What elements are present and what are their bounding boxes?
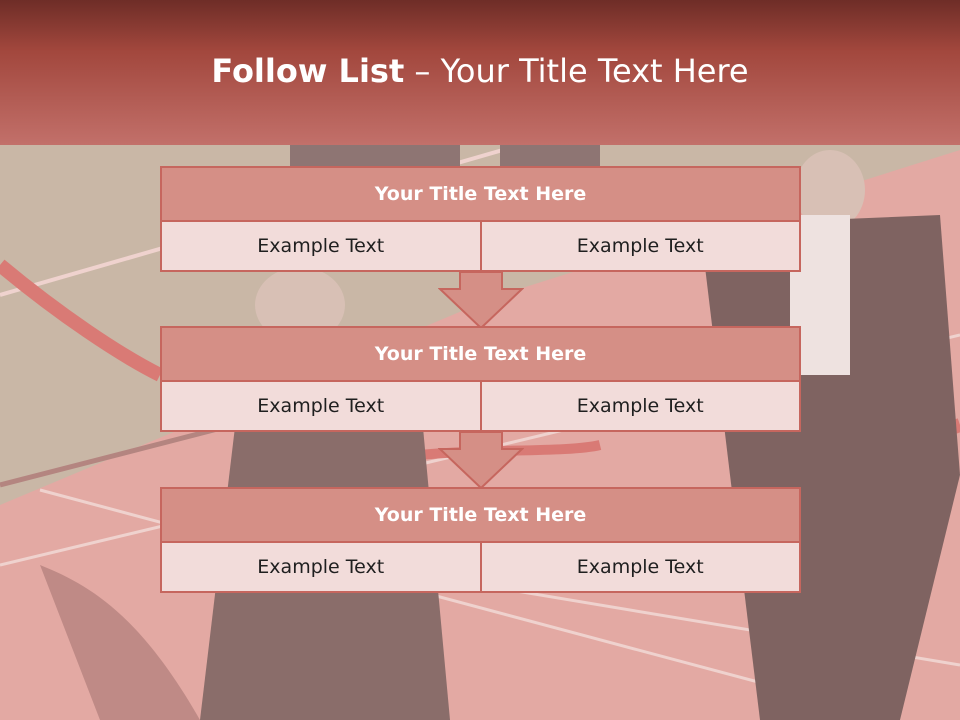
header-band xyxy=(0,0,960,145)
block-title: Your Title Text Here xyxy=(160,166,801,222)
block-row: Example Text Example Text xyxy=(160,222,801,272)
block-cell-right: Example Text xyxy=(481,382,801,432)
process-block-2: Your Title Text Here Example Text Exampl… xyxy=(160,326,801,432)
slide-title: Follow List – Your Title Text Here xyxy=(0,52,960,90)
block-cell-right: Example Text xyxy=(481,222,801,272)
slide-title-rest: – Your Title Text Here xyxy=(404,52,749,90)
block-cell-left: Example Text xyxy=(160,543,482,593)
block-title: Your Title Text Here xyxy=(160,487,801,543)
process-block-1: Your Title Text Here Example Text Exampl… xyxy=(160,166,801,272)
block-row: Example Text Example Text xyxy=(160,382,801,432)
down-arrow-icon xyxy=(438,431,524,489)
process-block-3: Your Title Text Here Example Text Exampl… xyxy=(160,487,801,593)
block-title: Your Title Text Here xyxy=(160,326,801,382)
block-row: Example Text Example Text xyxy=(160,543,801,593)
slide-title-bold: Follow List xyxy=(211,52,405,90)
down-arrow-icon xyxy=(438,271,524,329)
block-cell-right: Example Text xyxy=(481,543,801,593)
block-cell-left: Example Text xyxy=(160,222,482,272)
block-cell-left: Example Text xyxy=(160,382,482,432)
